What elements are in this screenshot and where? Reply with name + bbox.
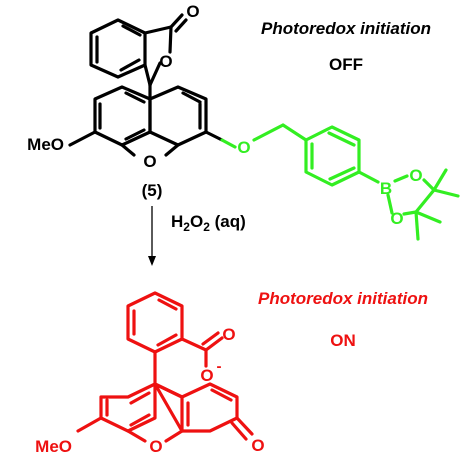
bottom-O-carbonyl: O — [222, 325, 235, 344]
top-benzo-ring — [89, 18, 147, 79]
reaction-arrow — [148, 206, 156, 266]
bottom-O-carboxylate: O — [200, 366, 213, 385]
bottom-O-ketone: O — [251, 436, 264, 455]
top-O-xanthene: O — [143, 152, 156, 171]
product-red-fluorescein — [76, 291, 254, 443]
top-methoxy: MeO — [27, 135, 64, 154]
compound-5-black-core — [68, 13, 224, 157]
top-status-title: Photoredox initiation — [261, 19, 431, 38]
top-B-atom: B — [380, 179, 392, 198]
top-xanthene-right-ring — [148, 85, 208, 147]
reagent-label: H2O2 (aq) — [171, 212, 246, 234]
bottom-charge-minus: - — [217, 358, 222, 375]
top-O-lactone: O — [159, 52, 172, 71]
compound-label: (5) — [142, 181, 163, 200]
top-status-value: OFF — [329, 55, 363, 74]
bottom-methoxy: MeO — [35, 437, 72, 456]
bottom-xanthene-left-ring — [99, 382, 157, 433]
compound-5-green-boronate — [220, 123, 460, 241]
bottom-O-xanthene: O — [149, 437, 162, 456]
top-O-ether: O — [237, 138, 250, 157]
top-xanthene-left-ring — [93, 85, 152, 147]
top-O-carbonyl: O — [186, 2, 199, 21]
bottom-xanthene-right-ring — [153, 382, 239, 433]
top-O-boronate-lower: O — [390, 209, 403, 228]
bottom-benzoate-ring — [126, 291, 184, 354]
top-O-boronate-upper: O — [409, 166, 422, 185]
bottom-status-title: Photoredox initiation — [258, 289, 428, 308]
bottom-status-value: ON — [330, 331, 356, 350]
